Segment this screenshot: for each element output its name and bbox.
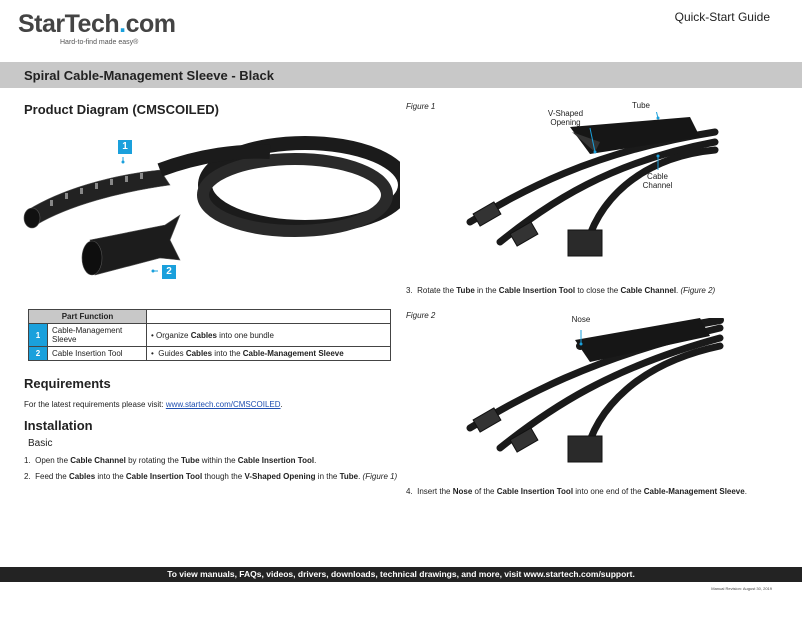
part-function-table: Part Function 1 Cable-Management Sleeve … <box>28 309 391 361</box>
requirements-heading: Requirements <box>24 376 111 391</box>
callout-2: 2 <box>162 265 176 279</box>
step-1: 1. Open the Cable Channel by rotating th… <box>24 456 317 465</box>
table-row: 2 Cable Insertion Tool • Guides Cables i… <box>28 346 391 361</box>
figure-2-image <box>466 318 724 463</box>
part-name: Cable Insertion Tool <box>47 346 147 361</box>
figure-2-caption: Figure 2 <box>406 311 436 320</box>
page-title: Spiral Cable-Management Sleeve - Black <box>24 68 274 83</box>
callout-1: 1 <box>118 140 132 154</box>
part-function: • Organize Cables into one bundle <box>146 323 391 347</box>
step-4: 4. Insert the Nose of the Cable Insertio… <box>406 487 747 496</box>
document-type: Quick-Start Guide <box>674 10 770 24</box>
label-cable-channel: Cable Channel <box>642 172 673 190</box>
label-v-shaped-opening: V-Shaped Opening <box>547 109 584 127</box>
title-bar: Spiral Cable-Management Sleeve - Black <box>0 62 802 88</box>
brand-tagline: Hard-to-find made easy® <box>60 39 139 46</box>
manual-revision: Manual Revision: August 30, 2019 <box>711 586 772 591</box>
part-function: • Guides Cables into the Cable-Managemen… <box>146 346 391 361</box>
requirements-link[interactable]: www.startech.com/CMSCOILED <box>165 400 281 409</box>
diagram-heading: Product Diagram (CMSCOILED) <box>24 102 220 117</box>
label-nose: Nose <box>571 315 591 324</box>
row-number: 2 <box>28 346 48 361</box>
row-number: 1 <box>28 323 48 347</box>
figure-1-image <box>466 112 719 257</box>
step-3: 3. Rotate the Tube in the Cable Insertio… <box>406 286 716 295</box>
table-header: Part Function <box>28 309 147 324</box>
brand-logo: StarTech.com <box>18 10 176 38</box>
part-name: Cable-Management Sleeve <box>47 323 147 347</box>
footer-text: To view manuals, FAQs, videos, drivers, … <box>167 569 635 579</box>
product-diagram-image <box>23 136 400 276</box>
installation-subheading: Basic <box>28 438 53 449</box>
step-2: 2. Feed the Cables into the Cable Insert… <box>24 472 398 481</box>
table-row: 1 Cable-Management Sleeve • Organize Cab… <box>28 323 391 347</box>
footer-bar: To view manuals, FAQs, videos, drivers, … <box>0 567 802 582</box>
label-tube: Tube <box>632 101 650 110</box>
requirements-text: For the latest requirements please visit… <box>24 400 283 409</box>
installation-heading: Installation <box>24 418 93 433</box>
figure-1-caption: Figure 1 <box>406 102 436 111</box>
